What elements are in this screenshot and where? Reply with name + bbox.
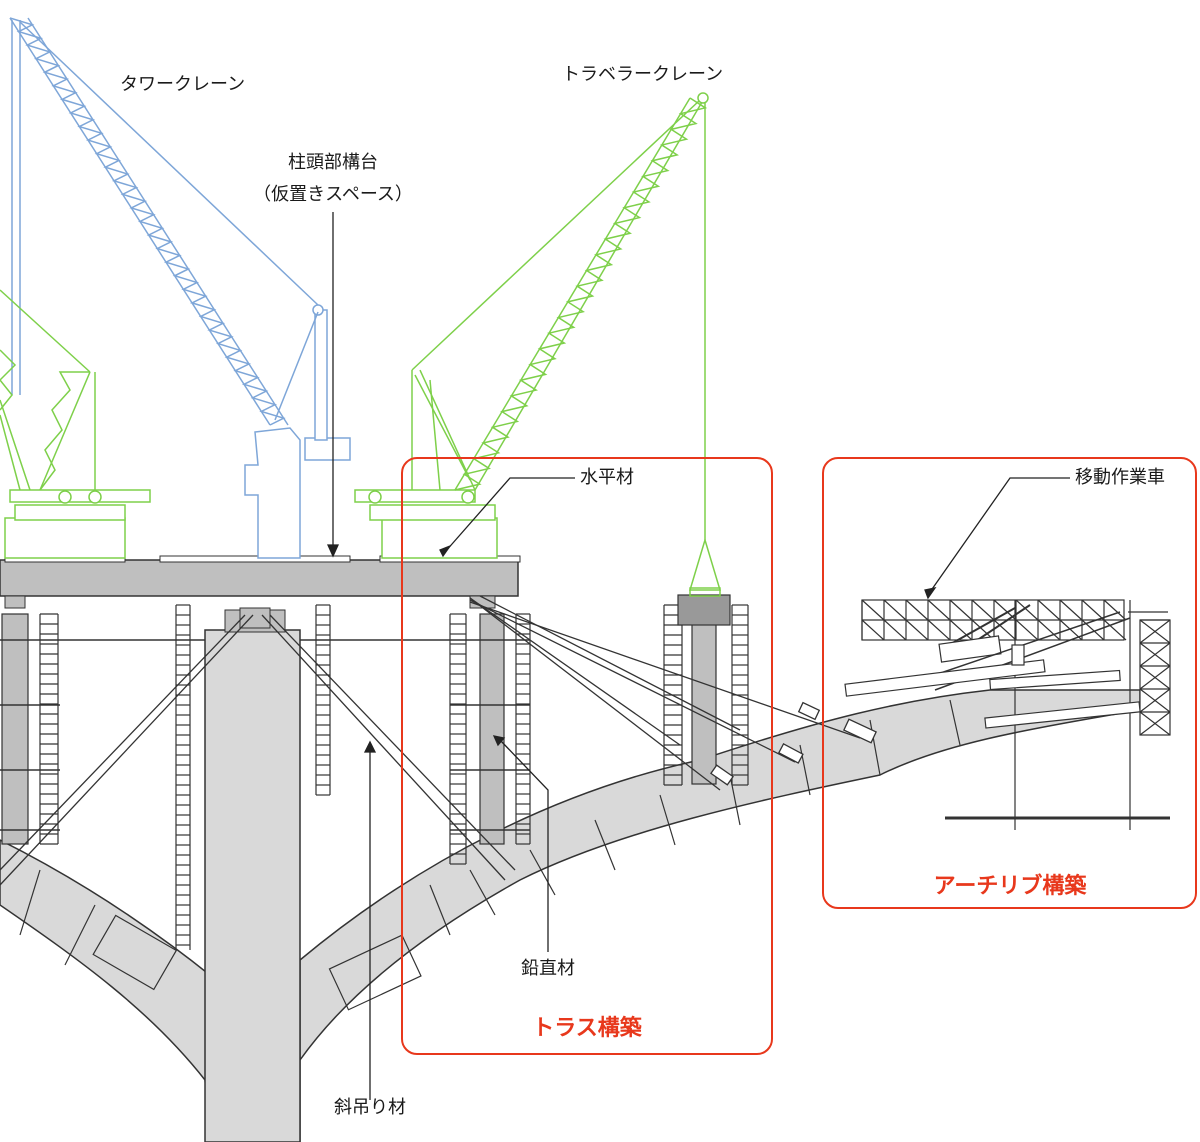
truss-columns [39,604,749,950]
truss-construction-frame [401,457,773,1055]
tower-crane [9,17,351,559]
pier-head-label-line2: （仮置きスペース） [253,184,413,205]
central-pier [204,607,301,1142]
diagonal-hangers [469,595,877,791]
tower-crane-label: タワークレーン [120,74,246,95]
mobile-work-vehicle [844,599,1171,830]
truss-construction-label: トラス構築 [532,1016,642,1041]
pier-bracing [0,614,516,886]
arch-rib-construction-frame [822,457,1197,909]
horizontal-ties [0,639,530,831]
pier-head-platform [0,555,521,609]
horizontal-member-label: 水平材 [580,467,634,488]
pier-head-label-line1: 柱頭部構台 [288,152,378,173]
vertical-member-label: 鉛直材 [521,958,575,979]
traveler-crane-label: トラベラークレーン [562,64,724,85]
diagonal-hanger-label: 斜吊り材 [334,1097,406,1118]
leader-lines [326,212,1070,1100]
arch-rib-right [299,689,1141,1063]
vertical-members [1,613,717,845]
traveler-crane-left [0,289,151,559]
arch-rib-construction-label: アーチリブ構築 [933,874,1087,899]
mobile-work-vehicle-label: 移動作業車 [1075,467,1165,488]
traveler-crane-block [677,98,731,626]
